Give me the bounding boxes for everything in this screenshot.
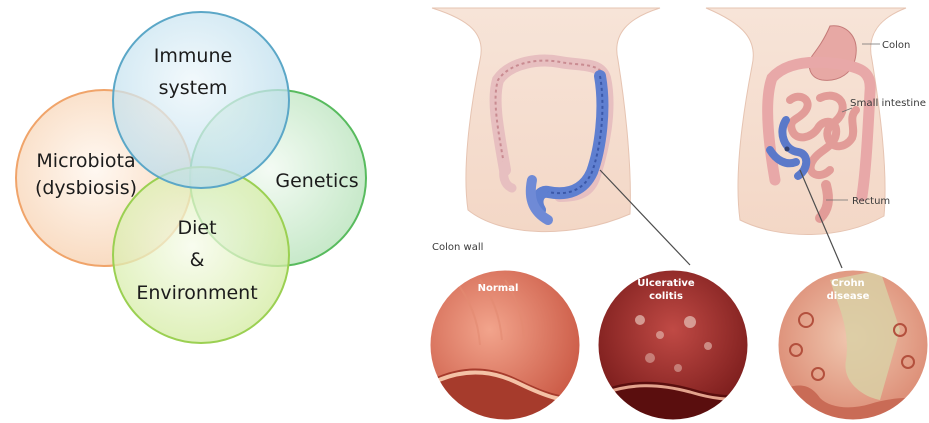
- cross-section-crohn-disease: Crohn disease: [777, 269, 929, 423]
- uc-label-line1: Ulcerative: [637, 278, 695, 289]
- uc-label-line2: colitis: [649, 291, 683, 302]
- crohn-label-line2: disease: [827, 291, 870, 302]
- colon-wall-label: Colon wall: [432, 242, 483, 253]
- small-intestine-label: Small intestine: [850, 98, 926, 109]
- microbiota-label-line2: (dysbiosis): [35, 177, 137, 199]
- immune-system-circle: [113, 12, 289, 188]
- cross-section-normal: Normal: [429, 269, 590, 423]
- crohn-label-line1: Crohn: [831, 278, 864, 289]
- immune-label-line1: Immune: [154, 45, 232, 67]
- venn-diagram: Immune system Microbiota (dysbiosis) Gen…: [16, 12, 366, 343]
- cross-section-ulcerative-colitis: Ulcerative colitis: [597, 269, 750, 423]
- colon-label: Colon: [882, 40, 910, 51]
- diet-label-line3: Environment: [136, 282, 257, 304]
- diet-label-line1: Diet: [177, 217, 216, 239]
- diet-label-line2: &: [190, 249, 205, 271]
- normal-label: Normal: [478, 283, 519, 294]
- genetics-label: Genetics: [275, 170, 358, 192]
- microbiota-label-line1: Microbiota: [36, 150, 135, 172]
- rectum-label: Rectum: [852, 196, 890, 207]
- immune-label-line2: system: [159, 77, 228, 99]
